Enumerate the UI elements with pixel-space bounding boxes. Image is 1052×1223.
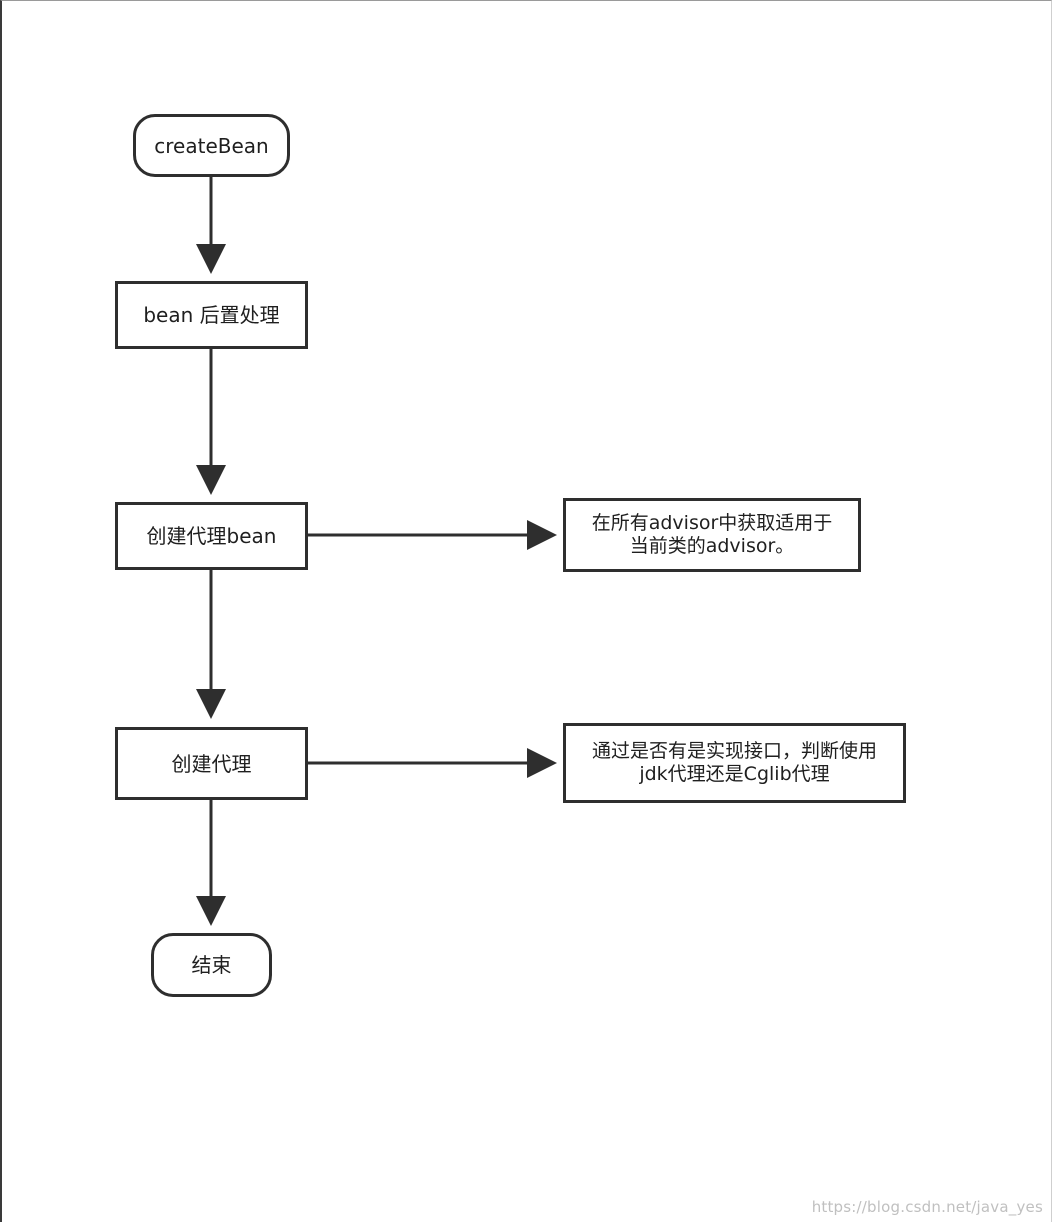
proxy-note-line-1: 通过是否有是实现接口，判断使用 — [591, 740, 877, 762]
end-node-label: 结束 — [191, 953, 232, 977]
advisor-note-line-2: 当前类的advisor。 — [629, 535, 795, 557]
start-node-label: createBean — [154, 133, 269, 158]
create-proxy-bean-node: 创建代理bean — [115, 502, 308, 570]
watermark-text: https://blog.csdn.net/java_yes — [811, 1198, 1043, 1216]
proxy-note-line-2: jdk代理还是Cglib代理 — [639, 763, 830, 785]
post-process-label: bean 后置处理 — [143, 303, 280, 327]
advisor-note-box: 在所有advisor中获取适用于 当前类的advisor。 — [563, 498, 861, 572]
advisor-note-line-1: 在所有advisor中获取适用于 — [591, 512, 833, 534]
proxy-note-box: 通过是否有是实现接口，判断使用 jdk代理还是Cglib代理 — [563, 723, 906, 803]
create-proxy-bean-label: 创建代理bean — [146, 524, 277, 548]
start-node: createBean — [133, 114, 290, 177]
post-process-node: bean 后置处理 — [115, 281, 308, 349]
create-proxy-label: 创建代理 — [171, 751, 252, 776]
end-node: 结束 — [151, 933, 272, 997]
create-proxy-node: 创建代理 — [115, 727, 308, 800]
